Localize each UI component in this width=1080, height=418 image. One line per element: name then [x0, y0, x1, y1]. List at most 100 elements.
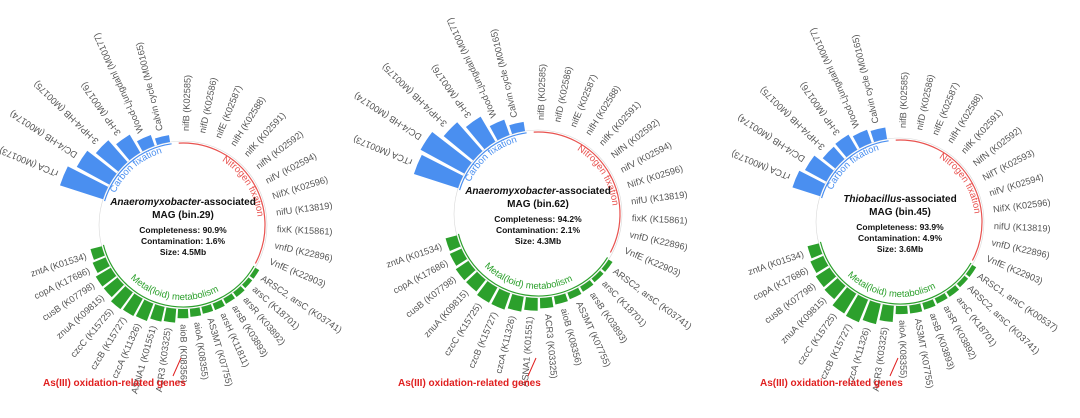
bar-carbon	[835, 134, 858, 158]
mag-title: Anaeromyxobacter-associated	[109, 197, 256, 208]
bar-metal	[591, 270, 604, 283]
genome-size: Size: 4.5Mb	[160, 247, 206, 257]
as-oxidation-annotation: As(III) oxidation-related genes	[43, 378, 186, 389]
as-oxidation-annotation: As(III) oxidation-related genes	[398, 378, 541, 389]
bar-metal	[122, 293, 143, 317]
metal-arc	[102, 244, 255, 308]
bar-carbon	[59, 166, 109, 200]
bar-metal	[150, 304, 165, 322]
bar-carbon	[822, 146, 845, 169]
bar-carbon	[804, 155, 834, 182]
gene-label: vnfD (K22896)	[991, 238, 1051, 261]
gene-label: ACR3 (K03325)	[543, 313, 559, 379]
bar-metal	[103, 277, 124, 298]
gene-label: fixK (K15861)	[632, 213, 688, 226]
completeness: Completeness: 90.9%	[139, 225, 227, 235]
annotation-pointer	[172, 357, 182, 377]
bar-metal	[824, 278, 846, 300]
bar-metal	[807, 243, 823, 259]
bar-metal	[810, 255, 829, 274]
bar-metal	[110, 286, 133, 310]
contamination: Contamination: 1.6%	[141, 236, 226, 246]
gene-label: nifB (K02585)	[181, 75, 193, 132]
bar-metal	[539, 296, 554, 309]
annotation-pointer	[527, 357, 537, 377]
bar-carbon	[465, 116, 496, 150]
nitrogen-arc	[178, 142, 266, 264]
bar-carbon	[136, 134, 155, 152]
mag-title: Anaeromyxobacter-associated	[464, 186, 611, 197]
metal-arc	[819, 241, 972, 305]
bar-metal	[92, 257, 110, 274]
bar-carbon	[870, 127, 888, 143]
gene-label: vnfD (K22896)	[274, 241, 334, 264]
bar-carbon	[489, 119, 510, 141]
gene-label: fixK (K15861)	[277, 224, 333, 237]
bar-carbon	[95, 140, 128, 172]
bar-metal	[449, 248, 468, 266]
bar-metal	[909, 303, 923, 314]
completeness: Completeness: 93.9%	[856, 222, 944, 232]
gene-label: nifB (K02585)	[898, 72, 910, 129]
gene-label: nifD (K02586)	[914, 74, 936, 132]
bar-metal	[455, 260, 476, 281]
gene-label: nifD (K02586)	[197, 77, 219, 135]
gene-label: nifB (K02585)	[536, 64, 548, 121]
gene-label: aioA (K08355)	[897, 320, 908, 378]
bar-metal	[895, 305, 908, 315]
bar-metal	[922, 299, 936, 310]
bar-metal	[934, 293, 948, 304]
bar-metal	[466, 271, 486, 292]
bar-carbon	[443, 122, 483, 161]
bar-metal	[242, 277, 253, 289]
gene-label: rTCA (M00173)	[0, 145, 60, 178]
nitrogen-arc	[533, 131, 621, 253]
bar-carbon	[116, 134, 141, 161]
annotation-pointer	[889, 357, 899, 377]
gene-label: NifX (K02596)	[993, 197, 1052, 214]
bar-carbon	[792, 170, 826, 197]
bar-metal	[189, 307, 202, 317]
inner-circle	[453, 129, 623, 299]
gene-label: aioB (K08356)	[179, 324, 189, 383]
bar-metal	[90, 246, 105, 260]
bar-carbon	[413, 154, 464, 189]
bar-metal	[524, 297, 538, 311]
gene-label: aioA (K08355)	[192, 321, 210, 380]
bar-metal	[580, 280, 594, 292]
genome-size: Size: 4.3Mb	[515, 236, 561, 246]
gene-label: AS3MT (K07755)	[913, 318, 935, 389]
bar-carbon	[76, 150, 117, 185]
carbon-arc	[821, 140, 889, 199]
bar-metal	[507, 293, 524, 312]
bar-metal	[553, 293, 568, 305]
carbon-arc	[459, 132, 527, 191]
bar-carbon	[154, 135, 171, 146]
carbon-arc	[104, 143, 172, 202]
bar-metal	[163, 307, 177, 323]
gene-label: VnfE (K22903)	[623, 246, 682, 279]
bar-metal	[965, 264, 977, 277]
gene-label: rTCA (M00173)	[730, 149, 792, 182]
bar-carbon	[420, 131, 472, 174]
bar-metal	[201, 304, 214, 314]
as-oxidation-annotation: As(III) oxidation-related genes	[760, 378, 903, 389]
nitrogen-arc	[895, 139, 983, 261]
bar-metal	[233, 286, 245, 298]
bar-metal	[862, 300, 881, 325]
bar-metal	[879, 304, 894, 322]
bar-metal	[815, 267, 837, 288]
bar-carbon	[852, 129, 872, 149]
bar-metal	[491, 288, 511, 310]
metal-arc	[457, 233, 609, 297]
